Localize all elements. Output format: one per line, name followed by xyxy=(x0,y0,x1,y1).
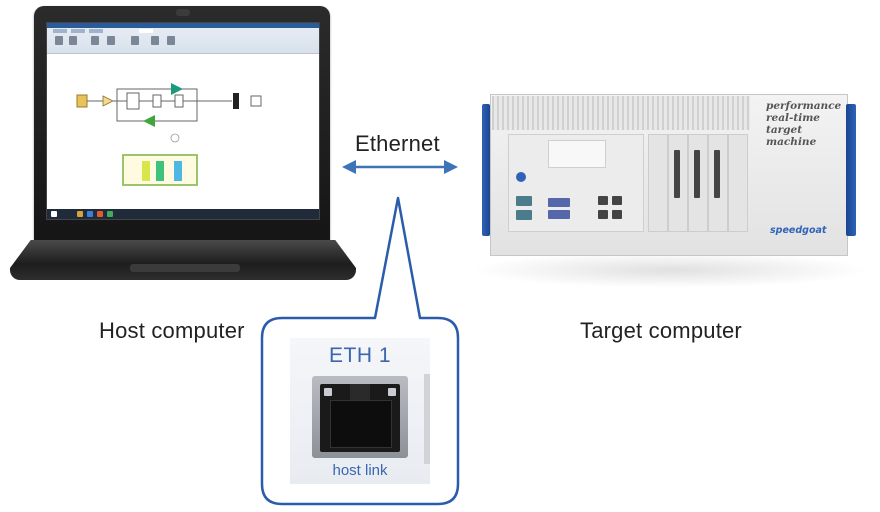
brand-logo: speedgoat xyxy=(770,225,827,236)
link-led-icon xyxy=(324,388,332,396)
feedback-line xyxy=(116,101,198,122)
machine-shadow xyxy=(470,252,870,288)
laptop-base xyxy=(10,240,356,280)
feedback-gain-icon xyxy=(171,83,183,95)
gain-block-icon xyxy=(102,95,114,107)
sum-block-icon xyxy=(170,133,180,143)
ribbon-button-icon xyxy=(55,36,63,45)
port-name-label: ETH 1 xyxy=(328,344,391,367)
ethernet-port-icon xyxy=(598,196,608,205)
ethernet-port-icon xyxy=(598,210,608,219)
laptop-trackpad xyxy=(130,264,240,272)
equation-term-icon xyxy=(174,161,182,181)
activity-led-icon xyxy=(388,388,396,396)
camera-icon xyxy=(176,9,190,16)
tagline-line: performance xyxy=(766,100,842,112)
taskbar-app-icon xyxy=(77,211,83,217)
tagline-line: machine xyxy=(766,136,817,148)
tagline-line: target xyxy=(766,124,803,136)
io-module-slot xyxy=(648,134,668,232)
ribbon-tab xyxy=(89,29,103,33)
ribbon-tab xyxy=(53,29,67,33)
taskbar xyxy=(47,209,319,219)
host-computer-image xyxy=(0,0,360,290)
block-diagram xyxy=(76,83,262,186)
scope-block-icon xyxy=(233,93,239,109)
panel-edge xyxy=(424,374,430,464)
serial-port-icon xyxy=(548,198,570,207)
ethernet-port-icon xyxy=(612,196,622,205)
rack-handle-left xyxy=(482,104,490,236)
io-connector-icon xyxy=(694,150,700,198)
ribbon-button-icon xyxy=(107,36,115,45)
rj45-port-cavity xyxy=(330,400,392,448)
ribbon-button-icon xyxy=(69,36,77,45)
ribbon-button-icon xyxy=(151,36,159,45)
target-computer-image: performance real-time target machine spe… xyxy=(470,94,870,288)
taskbar-app-icon xyxy=(107,211,113,217)
io-module-slot xyxy=(728,134,748,232)
machine-tagline: performance real-time target machine xyxy=(766,100,846,148)
ribbon-button-icon xyxy=(91,36,99,45)
port-caption-label: host link xyxy=(332,462,388,479)
target-computer-label: Target computer xyxy=(580,318,742,343)
rj45-latch-slot xyxy=(350,384,370,400)
feedback-line xyxy=(116,88,198,101)
taskbar-app-icon xyxy=(97,211,103,217)
io-connector-icon xyxy=(714,150,720,198)
start-icon xyxy=(51,211,57,217)
ribbon-button-icon xyxy=(131,36,139,45)
label-plate xyxy=(548,140,606,168)
feedback-gain-icon xyxy=(143,115,155,127)
ribbon-tab xyxy=(71,29,85,33)
app-titlebar xyxy=(47,23,319,28)
ethernet-port-icon xyxy=(612,210,622,219)
power-button-icon xyxy=(516,172,526,182)
ribbon-button-icon xyxy=(167,36,175,45)
tagline-line: real-time xyxy=(766,112,820,124)
ethernet-label: Ethernet xyxy=(355,131,440,156)
host-computer-label: Host computer xyxy=(99,318,245,343)
equation-term-icon xyxy=(142,161,150,181)
io-connector-icon xyxy=(674,150,680,198)
equation-term-icon xyxy=(156,161,164,181)
ventilation-grille xyxy=(492,96,750,130)
ribbon-tab-active xyxy=(139,29,153,33)
rack-handle-right xyxy=(846,104,856,236)
taskbar-app-icon xyxy=(87,211,93,217)
serial-port-icon xyxy=(548,210,570,219)
usb-port-icon xyxy=(516,210,532,220)
arrowhead-left-icon xyxy=(342,160,356,174)
laptop-screen xyxy=(46,22,320,220)
usb-port-icon xyxy=(516,196,532,206)
arrowhead-right-icon xyxy=(444,160,458,174)
output-block-icon xyxy=(250,95,262,107)
